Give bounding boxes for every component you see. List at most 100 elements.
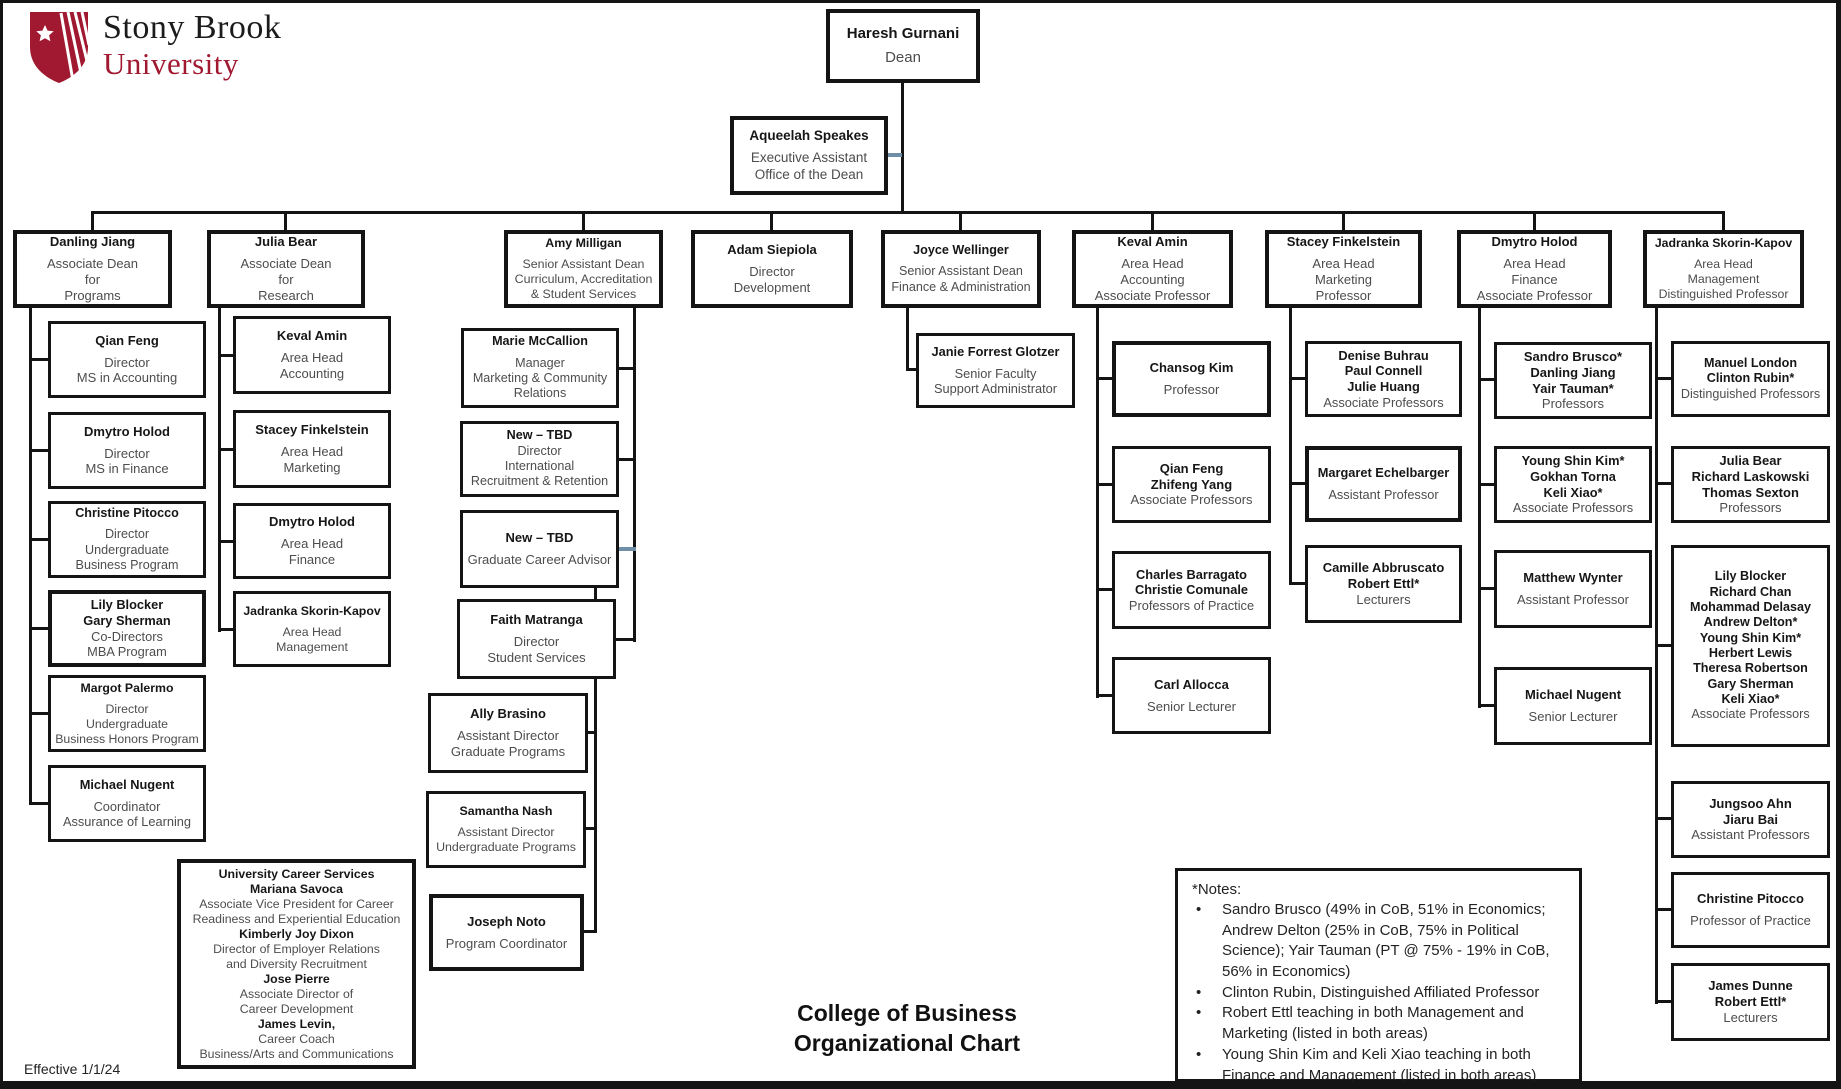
- connector-line: [594, 549, 597, 933]
- role-text: Development: [733, 279, 811, 295]
- connector-line: [1478, 587, 1496, 590]
- role-text: Dean: [885, 49, 921, 66]
- role-text: Distinguished Professor: [1658, 287, 1789, 301]
- person-name: Julie Huang: [1347, 379, 1420, 394]
- person-name: Keval Amin: [1117, 234, 1188, 250]
- person-name: Stacey Finkelstein: [255, 422, 369, 438]
- person-name: Marie McCallion: [492, 334, 588, 349]
- connector-line: [91, 211, 1725, 214]
- person-name: Mohammad Delasay: [1689, 599, 1812, 614]
- role-text: Associate Professor: [1094, 287, 1211, 303]
- connector-line: [1289, 582, 1307, 585]
- connector-line: [1096, 483, 1114, 486]
- person-name: Mariana Savoca: [250, 881, 343, 896]
- role-text: International: [504, 459, 575, 473]
- role-text: Management: [1687, 272, 1760, 286]
- person-name: New – TBD: [505, 530, 574, 546]
- connector-line: [29, 802, 51, 805]
- role-text: Professor of Practice: [1690, 913, 1811, 928]
- role-text: Director: [104, 354, 150, 370]
- person-name: Lily Blocker: [1714, 569, 1787, 584]
- person-name: Haresh Gurnani: [846, 24, 960, 42]
- role-text: Assistant Professors: [1691, 827, 1810, 843]
- connector-line: [959, 211, 962, 233]
- person-name: Christine Pitocco: [1697, 891, 1804, 907]
- person-name: Charles Barragato: [1136, 566, 1247, 582]
- role-text: Senior Assistant Dean: [899, 264, 1023, 279]
- role-text: Finance: [288, 551, 336, 567]
- person-name: Jiaru Bai: [1723, 811, 1778, 827]
- person-name: Richard Chan: [1709, 584, 1792, 599]
- role-text: Associate Professors: [1512, 500, 1634, 516]
- connector-line: [1655, 817, 1673, 820]
- person-name: Manuel London: [1703, 355, 1798, 370]
- role-text: Executive Assistant: [750, 150, 868, 166]
- person-name: Keli Xiao*: [1543, 484, 1603, 500]
- role-text: Recruitment & Retention: [470, 474, 609, 489]
- role-text: Associate Professor: [1476, 287, 1593, 303]
- role-text: Director: [104, 445, 150, 461]
- role-text: Research: [258, 287, 314, 303]
- role-text: Business/Arts and Communications: [199, 1046, 394, 1061]
- role-text: MBA Program: [87, 644, 167, 660]
- role-text: for: [278, 272, 294, 287]
- role-text: Senior Lecturer: [1528, 709, 1618, 724]
- connector-line: [1342, 211, 1345, 233]
- person-name: Jungsoo Ahn: [1709, 795, 1792, 811]
- person-name: Kimberly Joy Dixon: [239, 926, 354, 941]
- role-text: Director: [517, 443, 562, 458]
- role-text: Area Head: [1694, 257, 1753, 271]
- note-item: Sandro Brusco (49% in CoB, 51% in Econom…: [1192, 900, 1565, 983]
- connector-line: [586, 827, 596, 830]
- person-name: Samantha Nash: [459, 803, 553, 818]
- connector-line: [619, 458, 635, 461]
- connector-line: [29, 538, 51, 541]
- connector-line: [1096, 588, 1114, 591]
- sbu-shield-icon: [30, 11, 91, 83]
- connector-line: [901, 83, 904, 214]
- role-text: & Student Services: [530, 287, 637, 302]
- person-name: Thomas Sexton: [1702, 484, 1799, 500]
- role-text: and Diversity Recruitment: [226, 956, 367, 971]
- note-item: Robert Ettl teaching in both Management …: [1192, 1003, 1565, 1044]
- person-name: Michael Nugent: [1524, 687, 1622, 703]
- role-text: Senior Faculty: [954, 365, 1037, 381]
- connector-line: [1151, 211, 1154, 233]
- connector-line: [906, 308, 909, 370]
- logo-wordmark-line2: University: [103, 46, 239, 81]
- connector-line: [906, 368, 918, 371]
- role-text: Relations: [513, 386, 567, 401]
- note-item-text: Sandro Brusco (49% in CoB, 51% in Econom…: [1222, 901, 1550, 981]
- person-name: Michael Nugent: [79, 777, 175, 793]
- role-text: Career Development: [239, 1001, 354, 1016]
- person-name: James Levin,: [257, 1016, 336, 1031]
- connector-line: [284, 211, 287, 233]
- connector-line: [582, 211, 585, 233]
- role-text: Associate Vice President for Career: [199, 896, 394, 911]
- person-name: Keval Amin: [276, 328, 348, 344]
- person-name: Qian Feng: [1159, 460, 1224, 476]
- person-name: Danling Jiang: [49, 234, 136, 250]
- effective-date: Effective 1/1/24: [24, 1061, 121, 1077]
- role-text: Marketing: [283, 459, 341, 475]
- person-name: Lily Blocker: [90, 597, 164, 613]
- role-text: Programs: [64, 287, 121, 303]
